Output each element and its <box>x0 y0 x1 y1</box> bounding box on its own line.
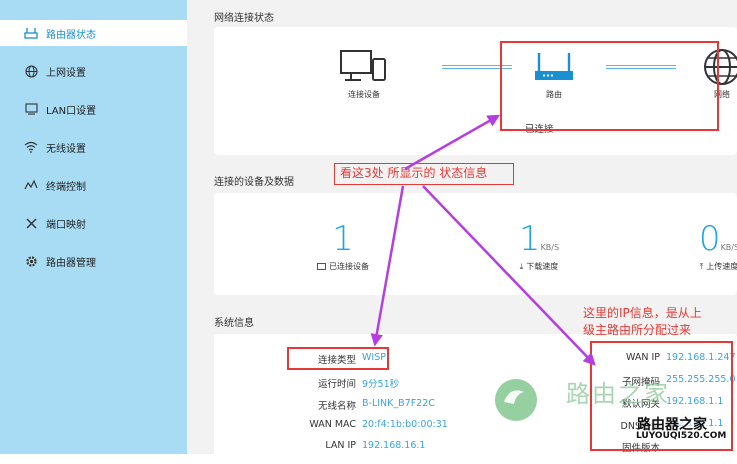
info-value: 20:f4:1b:b0:00:31 <box>362 419 448 430</box>
router-label: 路由 <box>546 90 562 99</box>
sidebar-item-lan[interactable]: LAN口设置 <box>0 96 187 122</box>
info-row-subnet: 子网掩码 255.255.255.0 <box>587 374 736 388</box>
upload-speed-unit: KB/S <box>720 243 737 252</box>
sidebar: 路由器状态 上网设置 LAN口设置 无线设置 终端控制 端口映射 路由器管理 <box>0 0 187 454</box>
sidebar-item-label: 端口映射 <box>46 219 86 231</box>
info-key: WAN IP <box>625 352 660 363</box>
upload-speed-label: 上传速度 <box>706 262 737 271</box>
watermark-text: 路由之家 <box>566 380 670 408</box>
info-key: 无线名称 <box>317 401 356 412</box>
info-key: LAN IP <box>325 440 356 451</box>
info-row-connection-type: 连接类型 WISP <box>283 352 386 366</box>
connection-line <box>606 65 676 69</box>
sidebar-item-router-admin[interactable]: 路由器管理 <box>0 248 187 274</box>
sidebar-item-label: LAN口设置 <box>46 105 97 117</box>
devices-section-title: 连接的设备及数据 <box>214 177 294 188</box>
download-speed-label: 下载速度 <box>526 262 559 271</box>
info-row-lan-ip: LAN IP 192.168.16.1 <box>283 440 425 451</box>
info-key: 运行时间 <box>317 379 356 390</box>
watermark-brand: 路由器之家 <box>637 414 707 434</box>
annotation-box-wan-info <box>590 341 733 451</box>
annotation-top-text: 看这3处 所显示的 状态信息 <box>340 166 488 180</box>
info-row-uptime: 运行时间 9分51秒 <box>283 376 399 390</box>
monitor-icon <box>24 102 38 116</box>
info-row-wan-mac: WAN MAC 20:f4:1b:b0:00:31 <box>283 419 448 430</box>
info-value: B-LINK_B7F22C <box>362 398 435 409</box>
tools-icon <box>24 216 38 230</box>
sidebar-item-terminal[interactable]: 终端控制 <box>0 172 187 198</box>
sysinfo-section-title: 系统信息 <box>214 318 254 329</box>
sidebar-item-router-status[interactable]: 路由器状态 <box>0 20 187 46</box>
connected-devices-label: 连接设备 <box>348 90 380 99</box>
info-key: 固件版本 <box>621 443 660 454</box>
watermark-url: LUYOUQI520.COM <box>636 431 727 441</box>
wifi-icon <box>24 140 38 154</box>
network-status-card: 连接设备 路由 网络 已连接 <box>214 27 737 155</box>
router-icon <box>24 26 38 40</box>
info-value: 9分51秒 <box>362 379 400 390</box>
sidebar-item-label: 路由器管理 <box>46 257 96 269</box>
devices-icon <box>317 263 326 270</box>
info-key: 子网掩码 <box>621 377 660 388</box>
sidebar-item-internet[interactable]: 上网设置 <box>0 58 187 84</box>
info-key: 默认网关 <box>621 399 660 410</box>
upload-icon: ⤒ <box>699 262 704 271</box>
sidebar-item-wireless[interactable]: 无线设置 <box>0 134 187 160</box>
sidebar-item-label: 终端控制 <box>46 181 86 193</box>
annotation-right-line2: 级主路由所分配过来 <box>583 323 692 337</box>
annotation-right-line1: 这里的IP信息，是从上 <box>583 306 702 320</box>
annotation-box-network <box>500 41 719 131</box>
internet-node[interactable]: 网络 <box>697 47 737 100</box>
download-speed-stat: 1KB/S ⤓下载速度 <box>499 221 579 272</box>
download-icon: ⤓ <box>519 262 524 271</box>
sidebar-item-label: 路由器状态 <box>46 29 96 41</box>
connection-line <box>442 65 512 69</box>
internet-label: 网络 <box>714 90 730 99</box>
router-node[interactable]: 路由 <box>529 49 579 100</box>
computer-icon <box>339 50 389 89</box>
connected-devices-stat[interactable]: 1 已连接设备 <box>298 221 388 272</box>
info-value: 192.168.16.1 <box>362 440 426 451</box>
upload-speed-value: 0 <box>698 219 721 259</box>
globe-icon <box>702 49 737 89</box>
sidebar-item-port-mapping[interactable]: 端口映射 <box>0 210 187 236</box>
chart-icon <box>24 178 38 192</box>
info-value: 255.255.255.0 <box>666 374 736 385</box>
upload-speed-stat: 0KB/S ⤒上传速度 <box>684 221 737 272</box>
main-content: 网络连接状态 连接设备 路由 网络 已连接 连接的设备及数据 1 已连接设备 <box>187 0 737 464</box>
watermark-logo-icon <box>490 379 546 425</box>
info-row-ssid: 无线名称 B-LINK_B7F22C <box>283 398 435 412</box>
connected-devices-count: 1 <box>332 219 354 259</box>
gear-icon <box>24 254 38 268</box>
devices-data-card: 1 已连接设备 1KB/S ⤓下载速度 0KB/S ⤒上传速度 <box>214 193 737 295</box>
info-key: WAN MAC <box>309 419 356 430</box>
download-speed-unit: KB/S <box>540 243 560 252</box>
sidebar-item-label: 无线设置 <box>46 143 86 155</box>
info-row-firmware: 固件版本 <box>587 440 666 454</box>
watermark-logo <box>490 376 546 425</box>
info-value: WISP <box>362 352 386 363</box>
download-speed-value: 1 <box>518 219 541 259</box>
info-value: 192.168.1.247 <box>666 352 736 363</box>
connected-devices-node[interactable]: 连接设备 <box>339 49 389 100</box>
annotation-box-connection-type <box>287 347 389 370</box>
router-icon <box>532 53 576 89</box>
network-section-title: 网络连接状态 <box>214 13 274 24</box>
info-row-gateway: 默认网关 192.168.1.1 <box>587 396 723 410</box>
info-row-wan-ip: WAN IP 192.168.1.247 <box>587 352 736 363</box>
connected-devices-stat-label: 已连接设备 <box>329 262 369 271</box>
info-key: 连接类型 <box>317 355 356 366</box>
info-value: 192.168.1.1 <box>666 396 724 407</box>
globe-icon <box>24 64 38 78</box>
sidebar-item-label: 上网设置 <box>46 67 86 79</box>
